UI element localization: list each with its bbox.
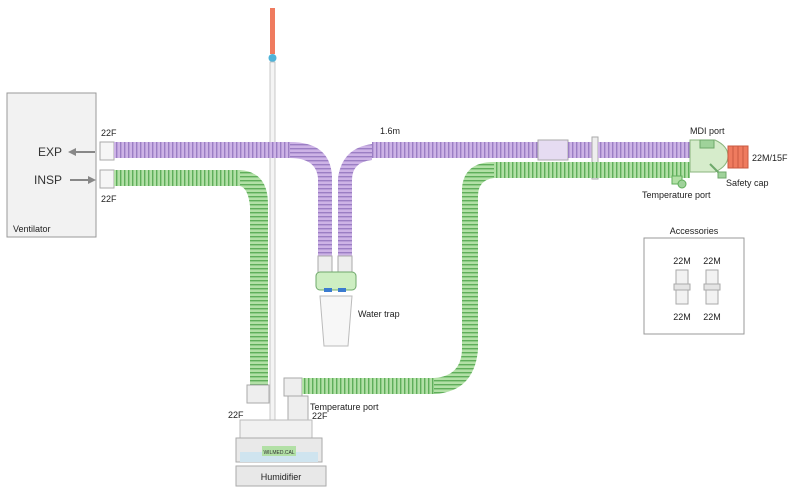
water-trap-label: Water trap [358, 309, 400, 319]
humidifier-brand: WILMED.CAL [263, 450, 294, 456]
port-22f-humidifier-left-label: 22F [228, 410, 244, 420]
humidifier-label: Humidifier [261, 472, 302, 482]
temperature-port-right [671, 175, 687, 189]
port-22f-humidifier-right-label: 22F [312, 411, 328, 421]
humidifier-outlet-port [287, 395, 309, 421]
expiratory-tube [114, 136, 694, 275]
svg-text:22M: 22M [673, 312, 691, 322]
ventilator-label: Ventilator [13, 224, 51, 234]
accessory-item: 22M 22M [703, 256, 721, 322]
accessories-panel: Accessories 22M 22M 22M 22M [643, 226, 745, 335]
support-pole [268, 8, 277, 423]
connector-22m-15f-label: 22M/15F [752, 153, 788, 163]
mdi-port-label: MDI port [690, 126, 725, 136]
exp-label: EXP [38, 145, 62, 159]
water-trap [315, 271, 357, 347]
port-22f-bottom-label: 22F [101, 194, 117, 204]
svg-text:22M: 22M [703, 256, 721, 266]
port-22f-top-label: 22F [101, 128, 117, 138]
y-piece [689, 139, 729, 173]
temperature-port-bottom-label: Temperature port [310, 402, 379, 412]
insp-arrow-icon [70, 176, 96, 184]
safety-cap-icon [709, 163, 727, 179]
length-label: 1.6m [380, 126, 400, 136]
ventilator: Ventilator [6, 92, 97, 238]
orange-connector-22m-15f [727, 145, 749, 169]
insp-connector [99, 169, 115, 189]
exp-connector [99, 141, 115, 161]
exp-arrow-icon [68, 148, 95, 156]
inspiratory-tube-to-patient [283, 162, 690, 397]
accessory-item: 22M 22M [673, 256, 691, 322]
accessories-title: Accessories [670, 226, 719, 236]
safety-cap-label: Safety cap [726, 178, 769, 188]
humidifier: WILMED.CAL Humidifier [235, 419, 327, 487]
svg-text:22M: 22M [673, 256, 691, 266]
insp-label: INSP [34, 173, 62, 187]
temperature-port-right-label: Temperature port [642, 190, 711, 200]
svg-text:22M: 22M [703, 312, 721, 322]
inspiratory-tube-to-humidifier [114, 170, 270, 404]
